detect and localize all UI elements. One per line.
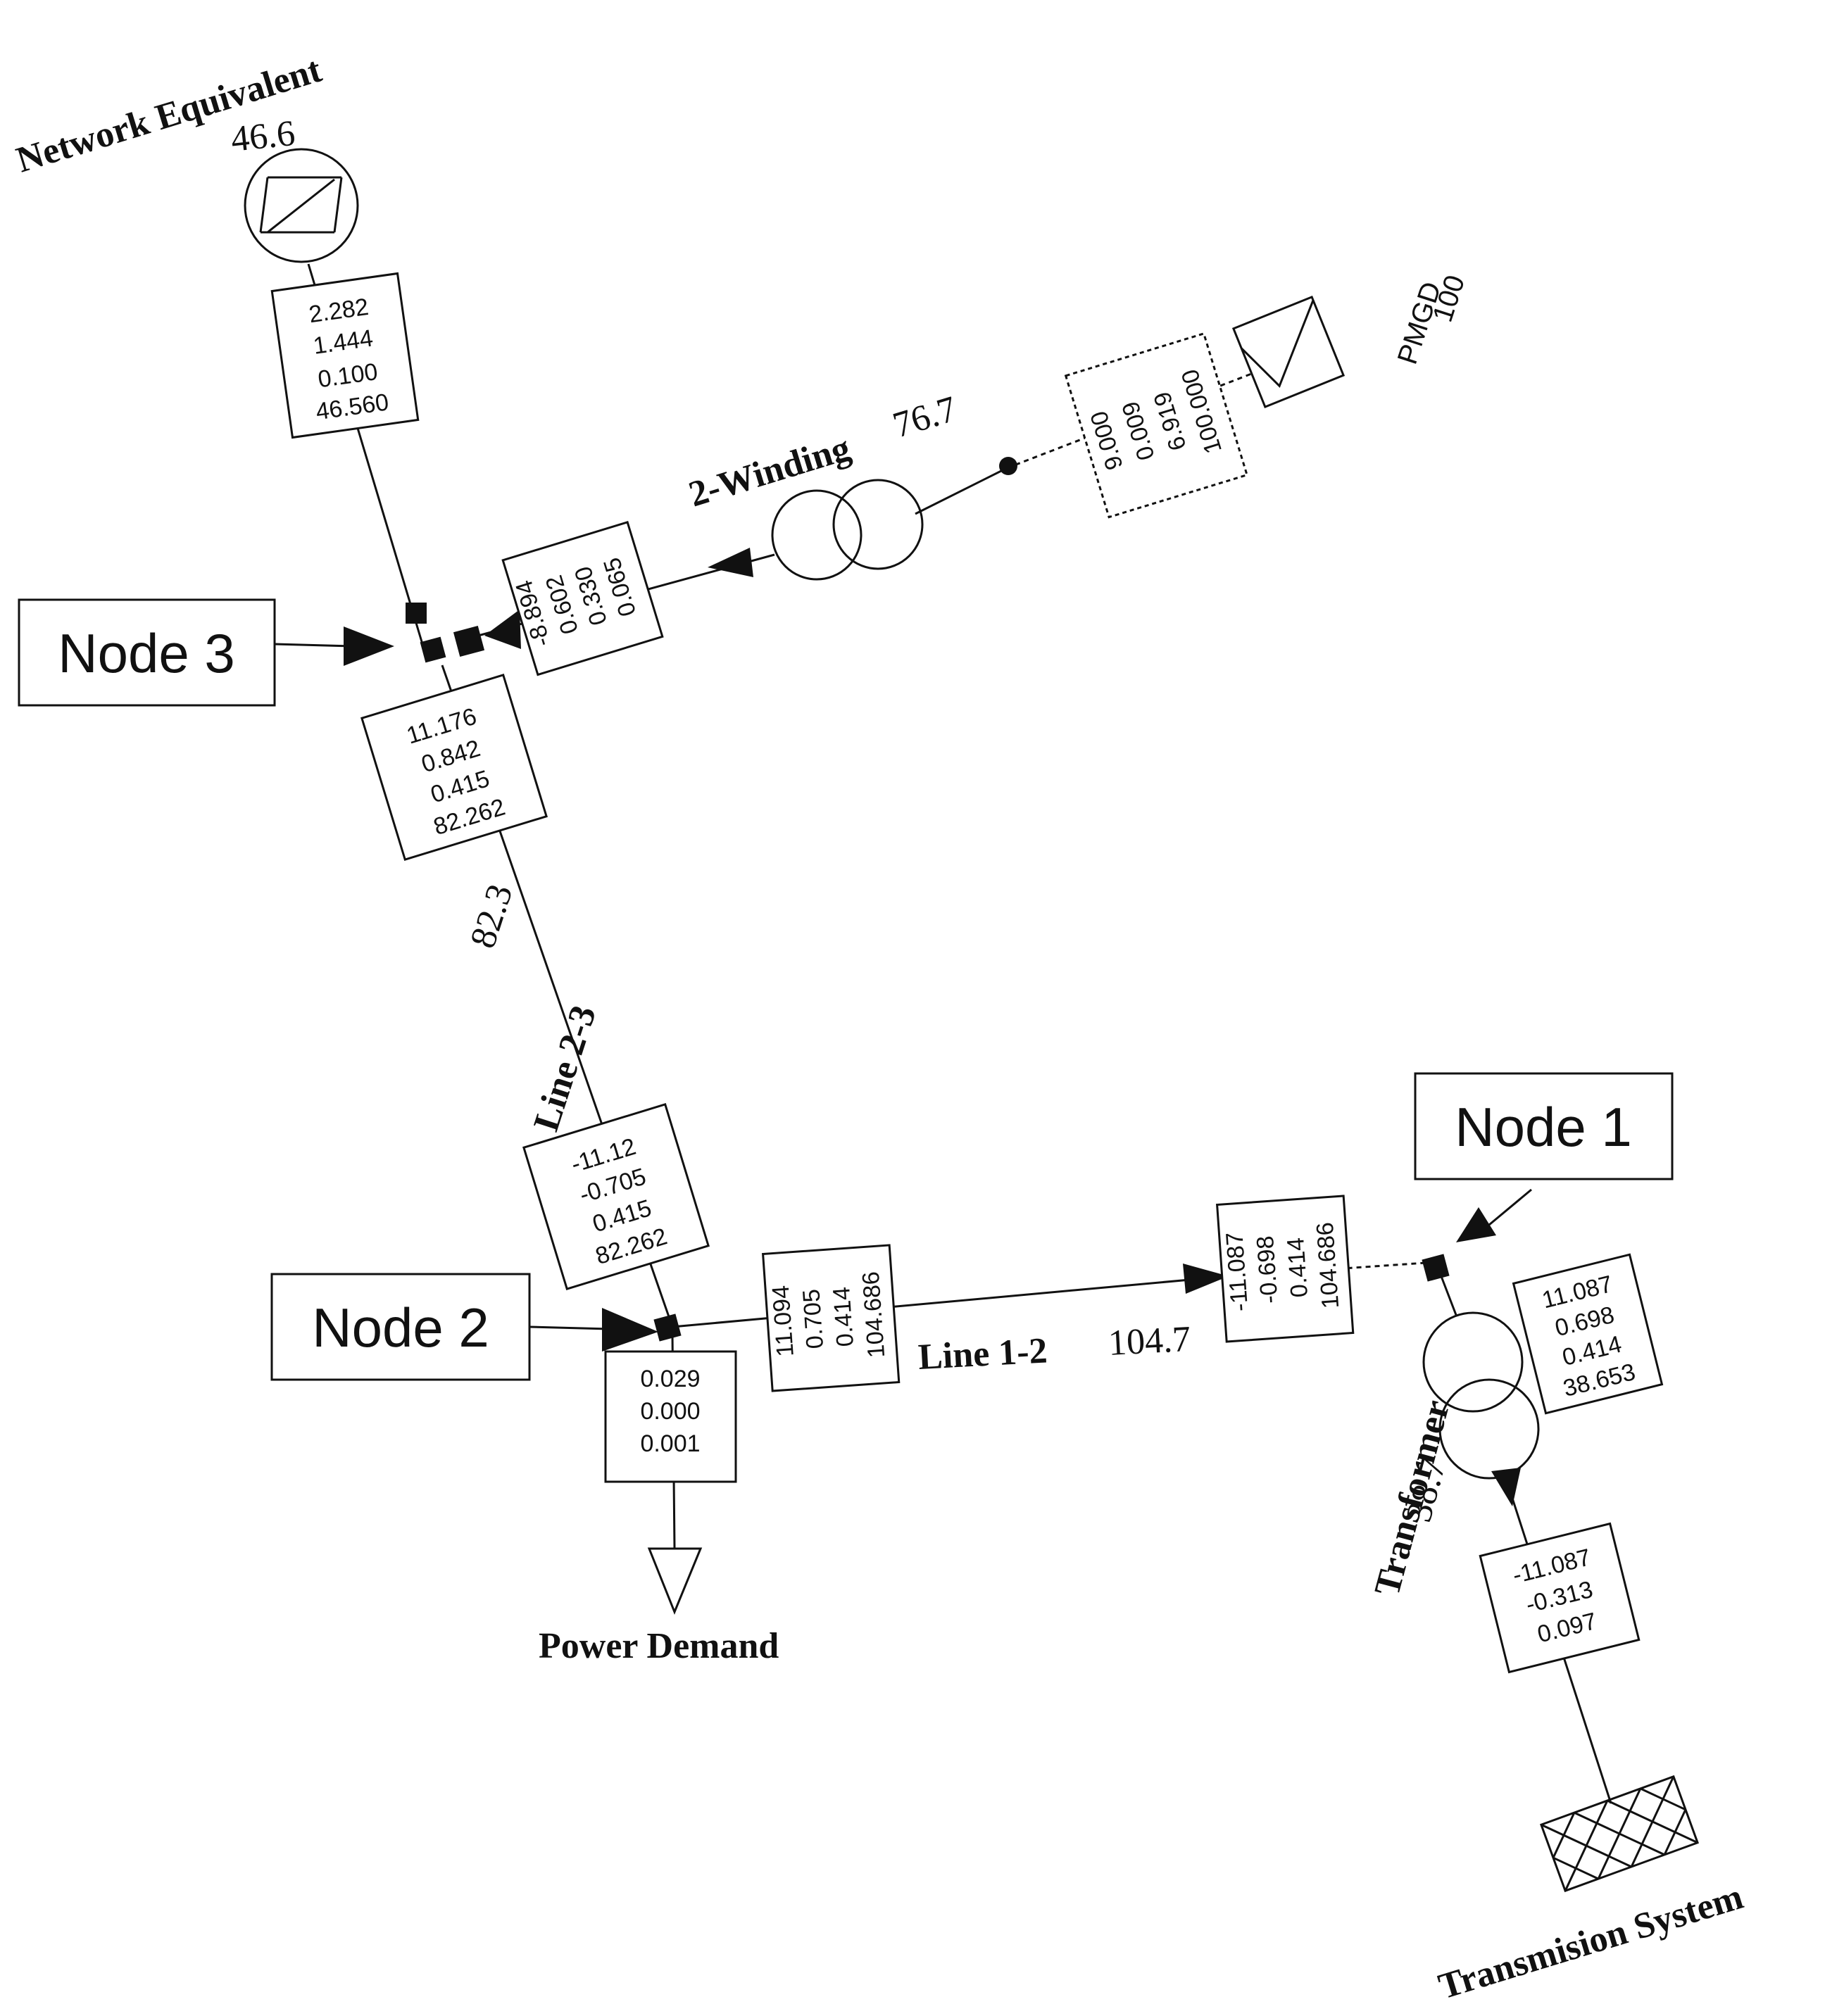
line-2-3-value: 82.3 — [463, 880, 520, 953]
svg-text:-11.087: -11.087 — [1221, 1231, 1253, 1312]
node-terminals — [406, 603, 1450, 1342]
line-2-3-label: Line 2-3 — [526, 1001, 604, 1136]
result-box-transformer-hv: 11.087 0.698 0.414 38.653 — [1512, 1253, 1664, 1415]
node2-label-box: Node 2 — [270, 1273, 531, 1381]
arrow-node2-icon — [602, 1308, 658, 1352]
svg-text:Node 2: Node 2 — [312, 1297, 489, 1359]
arrow-2winding-in-icon — [484, 610, 521, 649]
result-box-pmgd: 9.000 0.009 6.919 100.000 — [1064, 332, 1248, 519]
svg-text:0.029: 0.029 — [640, 1366, 700, 1392]
result-box-line23-bottom: -11.12 -0.705 0.415 82.262 — [522, 1103, 710, 1290]
pmgd-bus-dot-icon — [999, 457, 1017, 475]
svg-text:0.414: 0.414 — [828, 1286, 859, 1348]
result-box-2winding-hv: -8.894 0.602 0.330 0.065 — [501, 520, 664, 676]
flow-arrows — [274, 548, 1532, 1506]
node1-terminal-icon — [1422, 1254, 1450, 1282]
network-equivalent-symbol-icon — [244, 148, 359, 263]
pmgd-value: 100 — [1427, 272, 1471, 326]
power-demand-label: Power Demand — [539, 1626, 779, 1666]
line-1-2-label: Line 1-2 — [917, 1330, 1048, 1378]
result-box-line12-right: -11.087 -0.698 0.414 104.686 — [1215, 1195, 1355, 1343]
svg-text:0.705: 0.705 — [798, 1288, 829, 1350]
result-box-transformer-lv: -11.087 -0.313 0.097 — [1479, 1522, 1641, 1674]
transformer-icon — [1422, 1311, 1540, 1480]
network-equivalent-value: 46.6 — [229, 113, 296, 160]
two-winding-value: 76.7 — [889, 389, 962, 446]
two-winding-transformer-icon — [771, 479, 924, 581]
line-1-2-value: 104.7 — [1108, 1319, 1192, 1363]
svg-text:0.414: 0.414 — [1282, 1237, 1313, 1299]
svg-text:Node 1: Node 1 — [1455, 1096, 1632, 1158]
result-box-line23-top: 11.176 0.842 0.415 82.262 — [360, 674, 548, 861]
node3-terminal-icon — [453, 625, 485, 657]
power-demand-load-icon — [647, 1547, 703, 1615]
result-box-line12-left: 11.094 0.705 0.414 104.686 — [761, 1244, 901, 1392]
node1-label-box: Node 1 — [1414, 1072, 1674, 1180]
arrow-line12-icon — [1183, 1264, 1229, 1294]
svg-text:0.000: 0.000 — [640, 1398, 700, 1425]
arrow-node3-icon — [344, 626, 394, 666]
arrow-transformer-icon — [1491, 1468, 1521, 1506]
node3-label-box: Node 3 — [18, 598, 276, 707]
svg-text:11.094: 11.094 — [767, 1285, 799, 1358]
pmgd-generator-icon — [1231, 295, 1346, 409]
svg-text:Node 3: Node 3 — [58, 622, 235, 684]
svg-text:104.686: 104.686 — [1312, 1221, 1344, 1309]
result-box-power-demand: 0.029 0.000 0.001 — [604, 1350, 737, 1483]
arrow-2winding-line-icon — [708, 548, 753, 577]
wires — [307, 263, 1612, 1804]
svg-text:0.001: 0.001 — [640, 1430, 700, 1457]
arrow-node1-icon — [1456, 1207, 1496, 1242]
node3-terminal-icon — [406, 603, 427, 624]
two-winding-label: 2-Winding — [684, 428, 855, 515]
wire-line-1-2 — [672, 1275, 1229, 1328]
node2-terminal-icon — [653, 1313, 682, 1342]
transmission-system-icon — [1540, 1775, 1699, 1893]
node3-terminal-icon — [420, 636, 446, 663]
svg-text:104.686: 104.686 — [858, 1271, 890, 1359]
transmission-system-label: Transmision System — [1434, 1877, 1748, 2008]
result-box-network-eq: 2.282 1.444 0.100 46.560 — [270, 272, 420, 439]
svg-text:-0.698: -0.698 — [1252, 1235, 1284, 1304]
wire-2winding-bus — [915, 467, 1008, 515]
